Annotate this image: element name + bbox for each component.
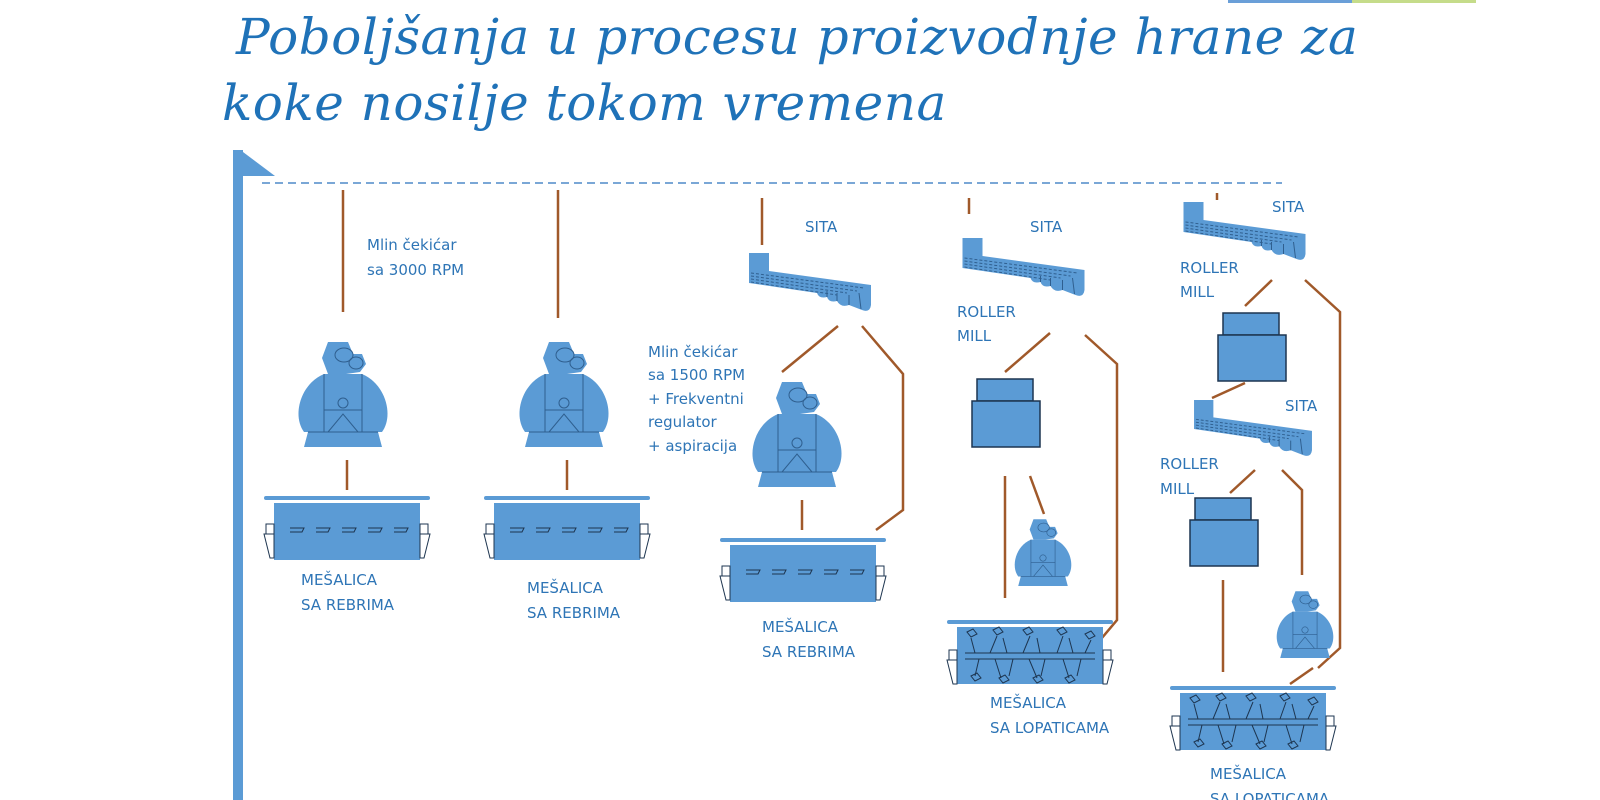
hammer-mill-icon <box>298 341 388 447</box>
roller-mill-icon <box>1189 497 1259 567</box>
mixer-label: MEŠALICA <box>1210 764 1287 783</box>
mixer-label: SA REBRIMA <box>762 643 856 661</box>
flow-line <box>1244 279 1273 307</box>
flag-pole <box>233 150 243 800</box>
stage-4: SITA ROLLER MILL MEŠALICA SA LOPATICAMA <box>946 198 1119 737</box>
mixer-label: MEŠALICA <box>527 578 604 597</box>
mixer-label: SA REBRIMA <box>527 604 621 622</box>
mill-label: sa 3000 RPM <box>367 261 464 279</box>
flow-line <box>1289 666 1314 686</box>
sieve-label: SITA <box>1030 218 1063 236</box>
ribbon-mixer-icon <box>263 496 431 561</box>
flow-line <box>1028 475 1046 515</box>
flow-line <box>1229 469 1256 494</box>
mixer-label: MEŠALICA <box>762 617 839 636</box>
roller-mill-icon <box>971 378 1041 448</box>
top-accent-bar-blue <box>1228 0 1352 3</box>
sieve-icon <box>962 238 1085 297</box>
flow-line <box>861 325 905 532</box>
stage-2: MEŠALICA SA REBRIMA <box>483 190 651 622</box>
mill-label: regulator <box>648 413 718 431</box>
flow-line <box>1074 334 1119 671</box>
sieve-icon <box>749 253 871 312</box>
hammer-mill-icon <box>1014 518 1072 586</box>
roller-mill-label: ROLLER <box>1180 259 1239 277</box>
mixer-label: SA LOPATICAMA <box>1210 790 1330 800</box>
mixer-label: SA REBRIMA <box>301 596 395 614</box>
flow-line <box>1304 279 1342 669</box>
stage-1: Mlin čekićar sa 3000 RPM MEŠALICA SA REB… <box>263 190 464 614</box>
hammer-mill-icon <box>519 341 609 447</box>
mill-label: + aspiracija <box>648 437 737 455</box>
mixer-label: MEŠALICA <box>990 693 1067 712</box>
mill-label: + Frekventni <box>648 390 744 408</box>
sieve-label: SITA <box>805 218 838 236</box>
flag-icon <box>243 152 275 176</box>
paddle-mixer-icon <box>946 620 1114 685</box>
roller-mill-label: MILL <box>957 327 992 345</box>
mill-label: Mlin čekićar <box>648 343 738 361</box>
flow-line <box>1211 381 1246 400</box>
roller-mill-icon <box>1217 312 1287 382</box>
hammer-mill-icon <box>752 381 842 487</box>
mixer-label: SA LOPATICAMA <box>990 719 1110 737</box>
mixer-label: MEŠALICA <box>301 570 378 589</box>
flow-line <box>781 325 839 373</box>
roller-mill-label: ROLLER <box>957 303 1016 321</box>
mill-label: Mlin čekićar <box>367 236 457 254</box>
roller-mill-label: MILL <box>1160 480 1195 498</box>
flow-line <box>1004 332 1051 373</box>
ribbon-mixer-icon <box>483 496 651 561</box>
slide-title-line-1: Poboljšanja u procesu proizvodnje hrane … <box>236 8 1359 66</box>
sieve-label: SITA <box>1285 397 1318 415</box>
roller-mill-label: MILL <box>1180 283 1215 301</box>
stage-3: SITA Mlin čekićar sa 1500 RPM + Frekvent… <box>648 198 905 661</box>
slide-title-line-2: koke nosilje tokom vremena <box>222 74 947 132</box>
hammer-mill-icon <box>1276 590 1334 658</box>
roller-mill-label: ROLLER <box>1160 455 1219 473</box>
stage-5: SITA ROLLER MILL SITA ROLLER MILL MEŠALI… <box>1160 193 1342 800</box>
ribbon-mixer-icon <box>719 538 887 603</box>
sieve-label: SITA <box>1272 198 1305 216</box>
paddle-mixer-icon <box>1169 686 1337 751</box>
mill-label: sa 1500 RPM <box>648 366 745 384</box>
top-accent-bar-green <box>1352 0 1476 3</box>
flow-line <box>1281 469 1304 575</box>
